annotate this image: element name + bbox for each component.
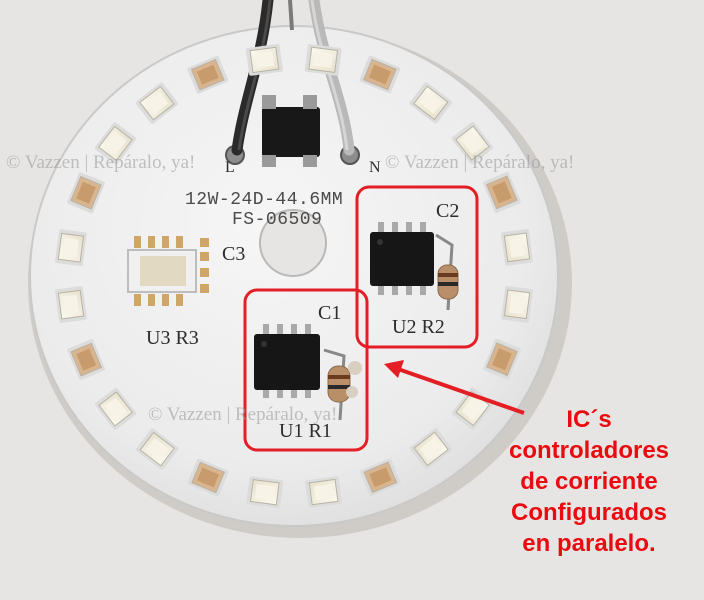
silk-label-n: N [369,159,381,176]
silk-label-u3-r3: U3 R3 [146,327,199,349]
silk-label-c1: C1 [318,302,342,324]
smd-led [55,229,87,267]
smd-led [501,228,533,266]
smd-led [304,43,342,76]
small-wire [288,0,294,31]
u1-highlight-box [243,288,369,452]
annotation-line: en paralelo. [522,530,656,557]
chip-pin [262,155,276,167]
chip-pin [262,95,276,109]
smd-led [305,476,343,508]
u2-ic [370,222,434,295]
smd-led [187,55,229,94]
annotation-text: IC´s controladores de corriente Configur… [481,404,697,559]
u3-footprint [127,236,209,306]
annotation-line: controladores [508,437,670,464]
smd-led [246,476,284,509]
watermark-bottom: © Vazzen | Repáralo, ya! [148,404,338,425]
smd-led [55,286,87,324]
silk-label-u2-r2: U2 R2 [392,316,445,338]
smd-led [135,82,179,124]
annotation-line: Configurados [511,499,667,526]
smd-led [94,122,137,165]
smd-led [135,428,179,470]
watermark-left: © Vazzen | Repáralo, ya! [6,152,196,173]
smd-led [67,339,106,381]
u2-highlight-box [355,185,479,349]
pcb-code-marking: FS-06509 [232,210,323,230]
silk-label-u1-r1: U1 R1 [279,420,332,442]
smd-led [409,82,453,124]
annotation-line: de corriente [520,468,658,495]
silk-label-c2: C2 [436,200,460,222]
chip-pin [303,155,317,167]
smd-led [451,121,494,165]
smd-led [483,338,521,380]
silk-label-c3: C3 [222,243,246,265]
pcb-model-marking: 12W-24D-44.6MM [185,190,344,210]
smd-led [359,55,401,94]
annotation-arrow [384,360,525,415]
annotation-line: IC´s [566,406,612,433]
smd-led [94,387,137,431]
watermark-right: © Vazzen | Repáralo, ya! [385,152,575,173]
smd-led [245,44,283,76]
bridge-rectifier-chip [262,107,320,157]
chip-pin [303,95,317,109]
r2-resistor [435,233,459,311]
smd-led [482,171,521,213]
led-ring [55,43,533,509]
u1-ic [254,324,320,398]
black-wire-highlight [237,0,272,151]
smd-led [187,458,229,497]
center-hole [259,209,327,277]
grey-wire-highlight [310,0,349,151]
smd-led [359,458,401,497]
smd-led [67,172,105,214]
black-wire [231,0,274,156]
grey-wire [308,0,355,156]
r1-resistor [323,348,362,421]
silk-label-l: L [225,159,235,176]
smd-led [409,428,453,470]
smd-led [501,285,533,323]
